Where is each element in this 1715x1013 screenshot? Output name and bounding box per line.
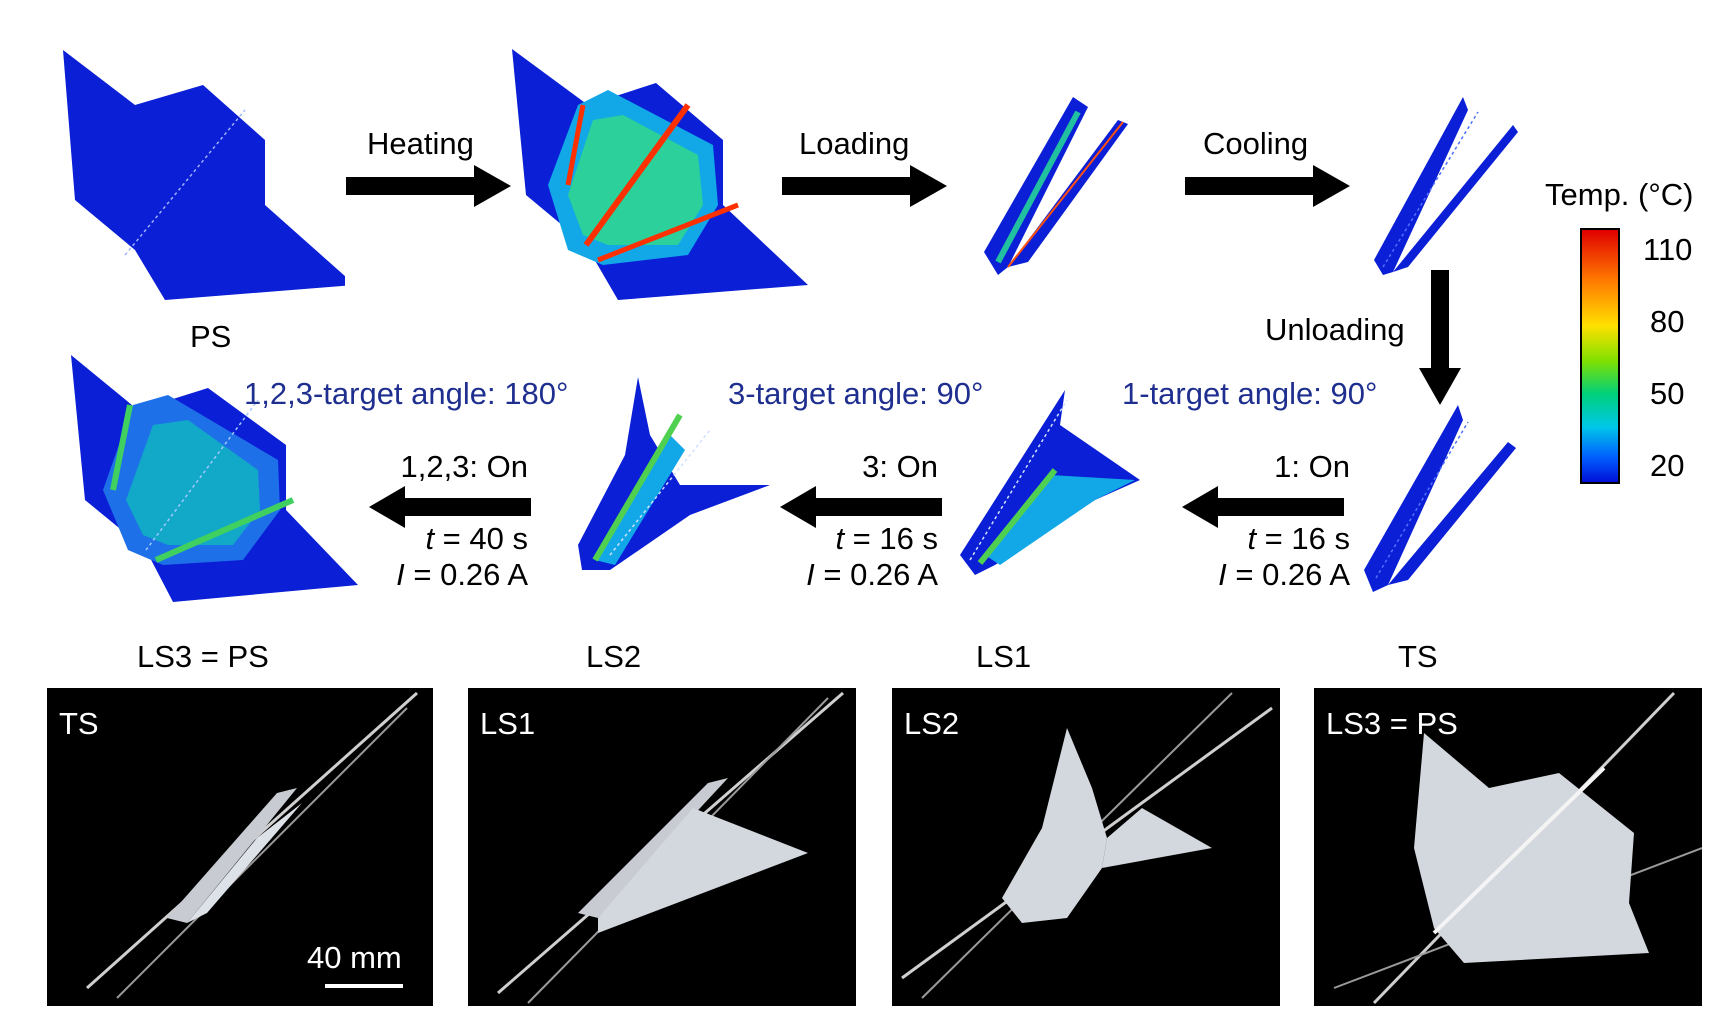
condition-block: 1: On t = 16 s I = 0.26 A <box>1140 449 1350 593</box>
time-value: = 16 s <box>844 521 938 556</box>
scale-bar <box>325 984 403 988</box>
current-value: = 0.26 A <box>1226 557 1350 592</box>
photo-ls2: LS2 <box>892 688 1280 1006</box>
photo-ts-image <box>86 691 418 999</box>
loaded-shape <box>984 97 1128 275</box>
time-value: = 40 s <box>434 521 528 556</box>
time-symbol: t <box>1247 521 1257 556</box>
time-value: = 16 s <box>1256 521 1350 556</box>
current-symbol: I <box>396 557 405 592</box>
photo-tag: LS2 <box>904 706 960 741</box>
time-symbol: t <box>425 521 435 556</box>
colorbar-tick: 80 <box>1650 304 1685 339</box>
photo-tag: LS3 = PS <box>1326 706 1458 741</box>
photo-ls2-image <box>901 692 1273 999</box>
photo-ls3-image <box>1333 691 1702 1005</box>
condition-on: 3: On <box>862 449 938 484</box>
current-symbol: I <box>1218 557 1227 592</box>
colorbar-tick: 50 <box>1650 376 1685 411</box>
current-value: = 0.26 A <box>814 557 938 592</box>
ls1-shape <box>960 390 1140 575</box>
down-arrow-icon <box>1419 270 1461 405</box>
photo-ls3: LS3 = PS <box>1314 688 1702 1006</box>
target-label-90-3: 3-target angle: 90° <box>728 376 984 411</box>
photo-ls1-image <box>497 691 844 1004</box>
colorbar <box>1580 228 1620 484</box>
colorbar-tick: 20 <box>1650 448 1685 483</box>
unloading-label: Unloading <box>1265 312 1405 347</box>
colorbar-title: Temp. (°C) <box>1545 177 1694 212</box>
left-arrow-icon <box>780 486 942 528</box>
right-arrow-icon <box>782 165 947 207</box>
condition-block: 3: On t = 16 s I = 0.26 A <box>738 449 938 593</box>
time-symbol: t <box>835 521 845 556</box>
photo-ls1: LS1 <box>468 688 856 1006</box>
state-label: LS1 <box>976 639 1032 674</box>
ls3-shape <box>71 355 358 602</box>
ps-shape <box>63 50 345 300</box>
state-label: LS2 <box>586 639 642 674</box>
left-arrow-icon <box>1182 486 1344 528</box>
condition-block: 1,2,3: On t = 40 s I = 0.26 A <box>338 449 528 593</box>
current-symbol: I <box>806 557 815 592</box>
current-value: = 0.26 A <box>404 557 528 592</box>
ps-label: PS <box>190 319 232 354</box>
step-loading-label: Loading <box>799 126 910 161</box>
step-heating-label: Heating <box>367 126 474 161</box>
state-label: LS3 = PS <box>137 639 269 674</box>
condition-on: 1,2,3: On <box>400 449 528 484</box>
scale-bar-label: 40 mm <box>307 940 402 975</box>
right-arrow-icon <box>346 165 511 207</box>
target-label-180: 1,2,3-target angle: 180° <box>244 376 569 411</box>
left-arrow-icon <box>369 486 531 528</box>
colorbar-tick: 110 <box>1643 232 1693 267</box>
step-cooling-label: Cooling <box>1203 126 1309 161</box>
ts-shape <box>1364 405 1516 592</box>
photo-tag: LS1 <box>480 706 536 741</box>
photo-tag: TS <box>59 706 99 741</box>
right-arrow-icon <box>1185 165 1350 207</box>
state-label: TS <box>1398 639 1438 674</box>
target-label-90-1: 1-target angle: 90° <box>1122 376 1378 411</box>
cooled-shape <box>1374 97 1518 275</box>
ls2-shape <box>578 377 770 570</box>
photo-ts: TS 40 mm <box>47 688 433 1006</box>
heated-shape <box>512 49 808 300</box>
condition-on: 1: On <box>1274 449 1350 484</box>
